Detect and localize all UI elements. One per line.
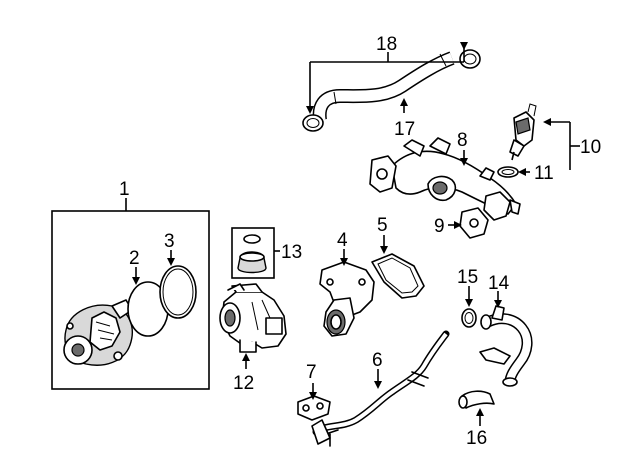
callout-2: 2 [129,248,140,269]
cap-13 [231,227,280,279]
coolant-flange-8 [369,137,521,221]
gasket-9 [448,207,489,239]
callout-4: 4 [337,230,348,251]
temperature-sensor-10 [509,103,580,170]
coolant-pipe-14 [479,291,533,387]
thermostat-cover-4 [319,249,375,337]
callout-18: 18 [376,34,397,55]
callout-5: 5 [377,215,388,236]
coolant-pipe-6 [311,330,450,447]
water-pump-assembly [51,198,210,390]
o-ring-3 [159,250,197,319]
callout-15: 15 [457,267,478,288]
callout-13: 13 [281,242,302,263]
o-ring-15 [461,286,477,328]
callout-10: 10 [580,137,601,158]
callout-11: 11 [534,163,554,184]
callout-6: 6 [372,350,383,371]
callout-17: 17 [394,119,415,140]
callout-12: 12 [233,373,254,394]
callout-16: 16 [466,428,487,449]
callout-8: 8 [457,130,468,151]
callout-3: 3 [164,231,175,252]
hose-clamps-18 [302,42,481,132]
callout-1: 1 [119,179,130,200]
callout-14: 14 [488,273,510,294]
callout-9: 9 [434,216,445,237]
gasket-5 [371,235,425,299]
callout-7: 7 [306,362,317,383]
coolant-hose-17 [312,51,455,121]
hose-16 [458,390,495,426]
thermostat-housing-12 [219,283,287,369]
o-ring-11 [497,166,530,178]
gasket-7 [297,383,331,421]
